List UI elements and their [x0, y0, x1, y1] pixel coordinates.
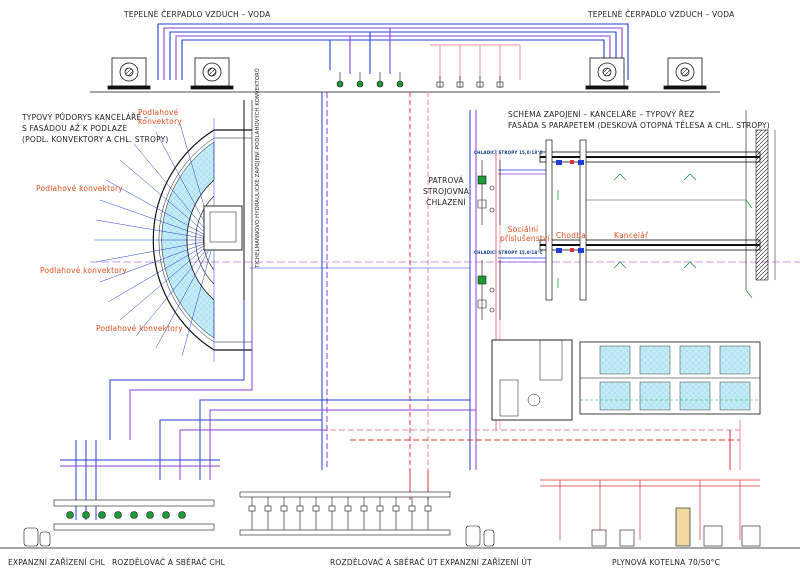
schema-title-line-2: FASÁDA S PARAPETEM (DESKOVÁ OTOPNÁ TĚLES…: [508, 121, 770, 130]
machine-room-line-1: PATROVÁ: [428, 176, 464, 185]
cooling-ceiling-label-1: CHLADICÍ STROPY 15,0/18°C: [474, 150, 543, 155]
floorplan-title-line-1: TYPOVÝ PŮDORYS KANCELÁŘE –: [22, 113, 148, 122]
floorplan-title-line-2: S FASÁDOU AŽ K PODLAZE: [22, 124, 128, 133]
boiler-icon: [591, 507, 761, 547]
convector-label-4: Podlahové konvektory: [96, 324, 183, 333]
room-corridor-label: Chodba: [556, 231, 586, 240]
expansion-tank-icon: [465, 525, 495, 547]
lower-plan-detail: [491, 339, 761, 421]
bottom-label-distributor-ut: ROZDĚLOVAČ A SBĚRAČ ÚT: [330, 558, 438, 567]
machine-room: [477, 160, 501, 320]
cooling-ceiling-label-2: CHLADICÍ STROPY 15,0/18°C: [474, 250, 543, 255]
office-section: [498, 110, 776, 301]
room-social-line-1: Sociální: [507, 225, 539, 234]
heat-pump-icon: [585, 57, 629, 90]
tichelmann-vertical-note: TICHELMANNOVO HYDRAULICKÉ ZAPOJENÍ PODLA…: [255, 68, 261, 268]
heat-pump-label-right: TEPELNÉ ČERPADLO VZDUCH – VODA: [588, 10, 735, 19]
room-social-line-2: příslušenství: [500, 234, 550, 243]
convector-label-1: Podlahové konvektory: [138, 108, 182, 126]
pump-icon: [336, 72, 504, 88]
heat-pump-icon: [107, 57, 151, 90]
bottom-label-distributor-chl: ROZDĚLOVAČ A SBĚRAČ CHL: [112, 558, 226, 567]
bottom-label-expansion-chl: EXPANZNÍ ZAŘÍZENÍ CHL: [8, 558, 106, 567]
top-heat-pump-section: [90, 23, 720, 93]
convector-label-3: Podlahové konvektory: [40, 266, 127, 275]
pump-icon: [66, 511, 186, 519]
bottom-equipment: [0, 479, 800, 549]
machine-room-line-2: STROJOVNA: [422, 187, 470, 196]
bottom-label-boiler-room: PLYNOVÁ KOTELNA 70/50°C: [612, 558, 721, 567]
heat-pump-icon: [663, 57, 707, 90]
machine-room-line-3: CHLAZENÍ: [426, 198, 466, 207]
schema-title-line-1: SCHÉMA ZAPOJENÍ – KANCELÁŘE – TYPOVÝ ŘEZ: [508, 110, 695, 119]
room-office-label: Kancelář: [614, 231, 649, 240]
heat-pump-label-left: TEPELNÉ ČERPADLO VZDUCH – VODA: [124, 10, 271, 19]
office-floorplan: [94, 100, 253, 370]
expansion-tank-icon: [23, 527, 51, 547]
heat-pump-icon: [190, 57, 234, 90]
convector-label-2: Podlahové konvektory: [36, 184, 123, 193]
bottom-label-expansion-ut: EXPANZNÍ ZAŘÍZENÍ ÚT: [440, 558, 532, 567]
floorplan-title-line-3: (PODL. KONVEKTORY A CHL. STROPY): [22, 135, 169, 144]
main-risers: [321, 92, 501, 470]
